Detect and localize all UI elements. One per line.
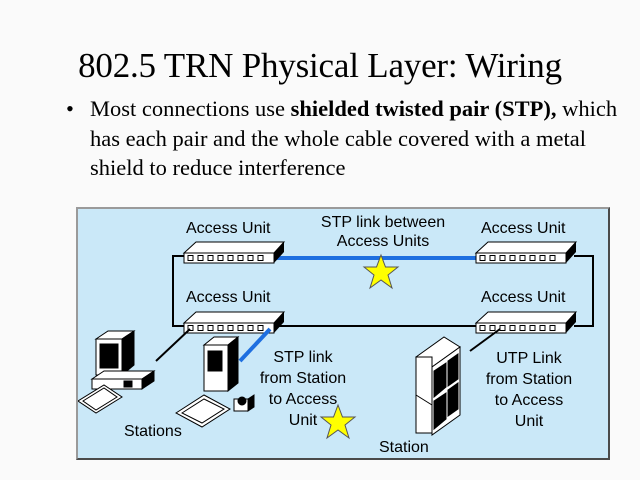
- label-access-unit-bottom-right: Access Unit: [481, 289, 566, 306]
- label-stp-station: STP link from Station to Access Unit: [248, 347, 358, 431]
- label-stp-station-line2: from Station: [259, 370, 347, 387]
- tower-computer-icon: [175, 335, 255, 428]
- access-unit-top-right-icon: [475, 241, 577, 264]
- bullet-dot: •: [66, 96, 74, 121]
- label-stp-between-line1: STP link between: [320, 214, 446, 231]
- server-cabinet-icon: [415, 336, 461, 436]
- label-stp-between-line2: Access Units: [336, 233, 430, 250]
- access-unit-bottom-right-icon: [475, 311, 577, 334]
- label-stp-station-line1: STP link: [273, 349, 333, 366]
- label-stp-station-line4: Unit: [288, 412, 318, 429]
- label-access-unit-bottom-left: Access Unit: [186, 289, 271, 306]
- bullet-text-rest: which has each pair and the whole cable …: [90, 96, 618, 180]
- label-utp-station-line4: Unit: [514, 413, 544, 430]
- label-access-unit-top-left: Access Unit: [186, 220, 271, 237]
- bullet-text-normal: Most connections use: [90, 96, 291, 121]
- ring-link-right: [574, 255, 594, 327]
- label-stp-between: STP link between Access Units: [308, 213, 458, 251]
- label-station: Station: [379, 439, 429, 456]
- bullet-text-bold: shielded twisted pair (STP),: [290, 96, 557, 121]
- access-unit-top-left-icon: [183, 241, 285, 264]
- label-utp-station-line1: UTP Link: [496, 350, 562, 367]
- label-stations: Stations: [124, 423, 182, 440]
- bullet-text: Most connections use shielded twisted pa…: [90, 94, 626, 183]
- label-utp-station: UTP Link from Station to Access Unit: [476, 348, 582, 432]
- utp-link-cabinet: [469, 328, 501, 352]
- ring-link-left: [172, 255, 186, 327]
- utp-link-desktop: [155, 328, 191, 362]
- stp-link-tower: [238, 327, 272, 363]
- diagram-canvas: [78, 241, 594, 439]
- bullet-point: • Most connections use shielded twisted …: [66, 94, 626, 183]
- desktop-computer-icon: [78, 330, 156, 414]
- label-stp-station-line3: to Access: [268, 391, 338, 408]
- label-access-unit-top-right: Access Unit: [481, 220, 566, 237]
- label-utp-station-line2: from Station: [485, 371, 573, 388]
- label-utp-station-line3: to Access: [494, 392, 564, 409]
- network-diagram: Access Unit Access Unit Access Unit Acce…: [76, 207, 610, 460]
- slide-title: 802.5 TRN Physical Layer: Wiring: [78, 46, 562, 85]
